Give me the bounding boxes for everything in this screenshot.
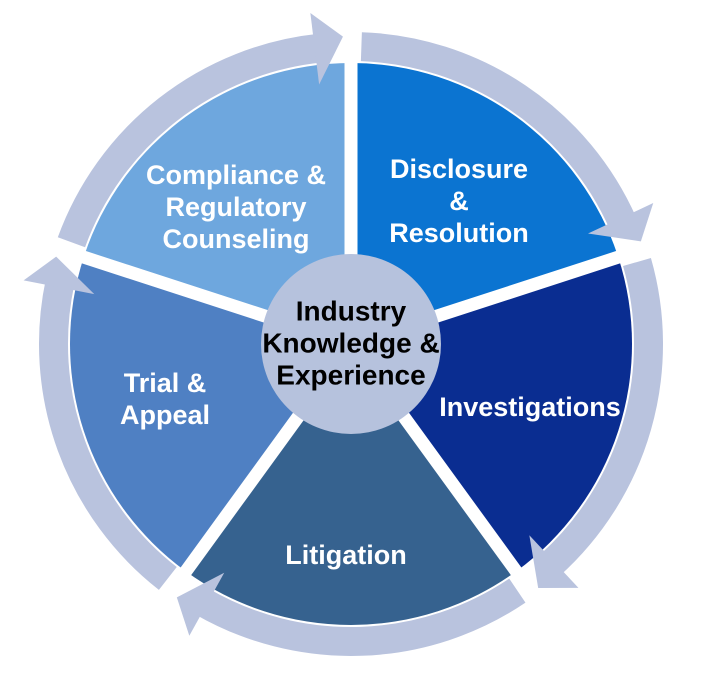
ring-arrowhead-disclosure-resolution bbox=[588, 203, 654, 242]
label-disclosure-resolution: Disclosure&Resolution bbox=[389, 154, 529, 248]
ring-arrow-investigations bbox=[540, 258, 664, 576]
ring-arrowhead-compliance-regulatory-counseling bbox=[310, 12, 343, 85]
ring-arrowhead-investigations bbox=[529, 535, 579, 588]
segment-litigation bbox=[185, 344, 517, 625]
label-litigation: Litigation bbox=[285, 540, 406, 570]
ring-arrowhead-litigation bbox=[176, 572, 225, 636]
label-investigations: Investigations bbox=[439, 392, 621, 422]
ring-arrowhead-trial-appeal bbox=[23, 256, 95, 295]
center-circle bbox=[261, 254, 441, 434]
ring-arrow-trial-appeal bbox=[39, 279, 177, 590]
label-trial-appeal: Trial &Appeal bbox=[120, 368, 210, 430]
ring-arrow-compliance-regulatory-counseling bbox=[57, 33, 322, 248]
ring-arrow-disclosure-resolution bbox=[360, 32, 637, 229]
ring-arrow-litigation bbox=[195, 578, 526, 656]
